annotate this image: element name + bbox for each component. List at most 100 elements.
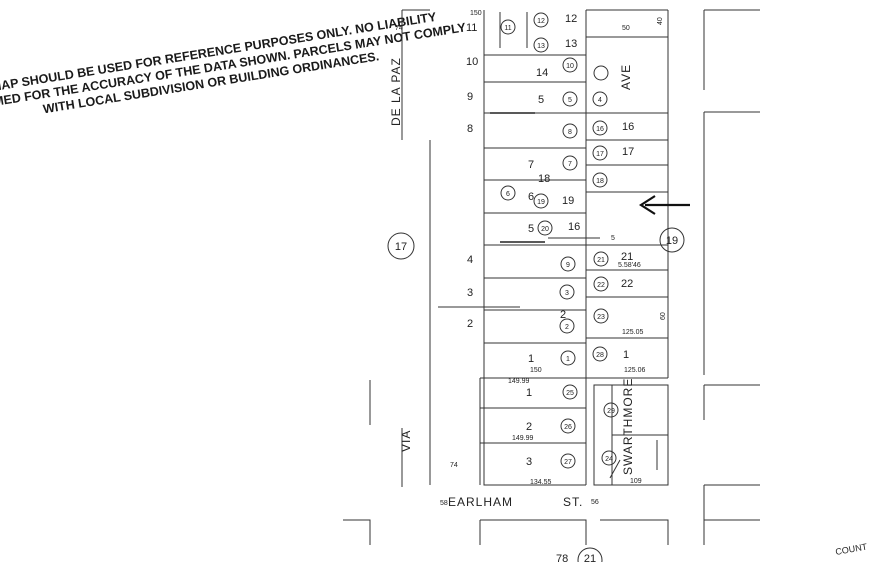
svg-text:28: 28 (596, 352, 604, 359)
dimensions: 150 50 40 150 149.99 149.99 134.55 125.0… (395, 10, 667, 507)
lot-number: 21 (621, 251, 633, 263)
county-text: COUNT (835, 541, 869, 556)
lot-number: 16 (622, 121, 634, 133)
circled-lot: 29 (603, 402, 619, 418)
lot-number: 2 (526, 421, 532, 433)
svg-text:150: 150 (470, 10, 482, 17)
street-de-la-paz: DE LA PAZ (389, 57, 403, 126)
lot-number: 13 (565, 38, 577, 50)
empty-circle (593, 65, 609, 81)
circled-lot: 4 (592, 91, 608, 107)
svg-text:5: 5 (568, 97, 572, 104)
lot-number: 19 (562, 195, 574, 207)
mid-lot-numbers: 12 13 14 5 7 18 19 6 5 2 1 1 2 3 (526, 13, 577, 468)
svg-text:125.06: 125.06 (624, 367, 646, 374)
svg-text:58: 58 (440, 500, 448, 507)
svg-text:5.58'46: 5.58'46 (618, 262, 641, 269)
lot-number: 5 (538, 94, 544, 106)
circled-lot: 10 (562, 57, 578, 73)
west-lot-numbers: 11 10 9 8 4 3 2 (466, 22, 478, 330)
svg-text:40: 40 (657, 17, 664, 25)
circled-lot: 7 (562, 155, 578, 171)
svg-text:6: 6 (506, 191, 510, 198)
street-earlham-label: EARLHAM (448, 495, 513, 509)
circled-lot: 27 (560, 453, 576, 469)
svg-text:8: 8 (568, 129, 572, 136)
svg-text:10: 10 (566, 63, 574, 70)
street-via-label: VIA (399, 430, 413, 452)
svg-text:3: 3 (565, 290, 569, 297)
block-17-label: 17 (395, 241, 407, 253)
circled-lot: 19 (533, 193, 549, 209)
lot-number: 18 (538, 173, 550, 185)
circled-lot: 17 (592, 145, 608, 161)
svg-text:21: 21 (597, 257, 605, 264)
circled-lot: 6 (500, 185, 516, 201)
svg-text:18: 18 (596, 178, 604, 185)
circled-lot: 25 (562, 384, 578, 400)
svg-text:16: 16 (596, 126, 604, 133)
block-19: 19 (659, 227, 685, 253)
circled-lot: 24 (601, 450, 617, 466)
lot-number: 1 (526, 387, 532, 399)
lot-number: 12 (565, 13, 577, 25)
circled-lot: 8 (562, 123, 578, 139)
circled-lot: 2 (559, 318, 575, 334)
circled-lot: 11 (500, 19, 516, 35)
circled-lot: 26 (560, 418, 576, 434)
lot-number: 7 (528, 159, 534, 171)
svg-text:150: 150 (530, 367, 542, 374)
svg-text:1: 1 (566, 356, 570, 363)
east-lot-numbers: 16 17 21 22 1 (621, 121, 634, 361)
svg-text:2: 2 (565, 324, 569, 331)
lot-number: 2 (467, 318, 473, 330)
svg-text:149.99: 149.99 (508, 378, 530, 385)
svg-text:109: 109 (630, 478, 642, 485)
lot-number: 1 (528, 353, 534, 365)
lot-number: 8 (467, 123, 473, 135)
arrow-left-icon (638, 195, 690, 215)
circled-lot: 22 (593, 276, 609, 292)
svg-text:134.55: 134.55 (530, 479, 552, 486)
street-de-la-paz-label: DE LA PAZ (389, 57, 403, 126)
svg-text:9: 9 (566, 262, 570, 269)
lot-number: 2 (560, 309, 566, 321)
main-block (479, 9, 669, 486)
circled-lot: 16 (592, 120, 608, 136)
circled-lot: 28 (592, 346, 608, 362)
circled-lot: 18 (592, 172, 608, 188)
svg-text:13: 13 (537, 43, 545, 50)
circled-lot: 12 (533, 12, 549, 28)
street-swarthmore-label: SWARTHMORE (621, 378, 635, 475)
lot-number: 17 (622, 146, 634, 158)
svg-text:20: 20 (541, 226, 549, 233)
circled-lot: 9 (560, 256, 576, 272)
street-ave-label: AVE (619, 64, 633, 90)
svg-text:74: 74 (450, 462, 458, 469)
lot-number: 10 (466, 56, 478, 68)
svg-text:17: 17 (596, 151, 604, 158)
block-19-label: 19 (666, 235, 678, 247)
block-17: 17 (387, 232, 415, 260)
lot-number: 9 (467, 91, 473, 103)
svg-text:125.05: 125.05 (622, 329, 644, 336)
lot-number: 11 (466, 22, 477, 34)
svg-text:56: 56 (591, 499, 599, 506)
svg-text:29: 29 (607, 408, 615, 415)
circled-lot: 20 (537, 220, 553, 236)
svg-text:16: 16 (568, 221, 580, 233)
lot-number: 3 (467, 287, 473, 299)
svg-text:4: 4 (598, 97, 602, 104)
circled-lot: 3 (559, 284, 575, 300)
circled-lot: 5 (562, 91, 578, 107)
left-road-edges (369, 9, 520, 487)
lot-number: 6 (528, 191, 534, 203)
street-st-label: ST. (563, 495, 583, 509)
right-road-edges (703, 9, 760, 545)
circled-lot: 21 (593, 251, 609, 267)
lot-number: 22 (621, 278, 633, 290)
svg-text:149.99: 149.99 (512, 435, 534, 442)
svg-text:27: 27 (564, 459, 572, 466)
